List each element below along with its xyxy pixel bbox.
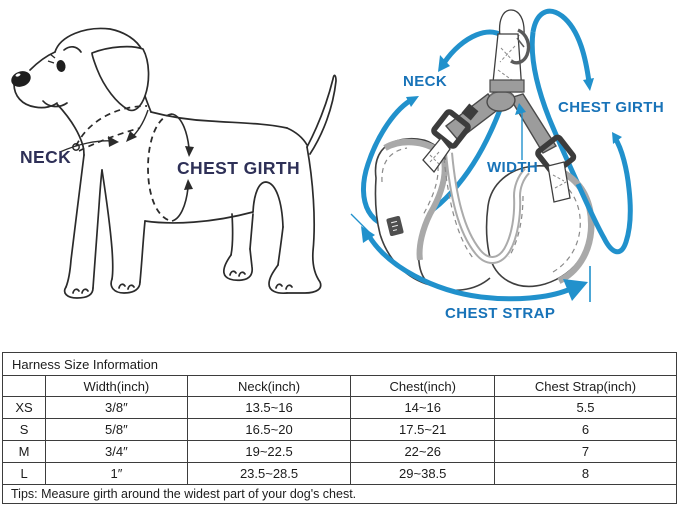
size-cell: S bbox=[1, 418, 47, 441]
brand-tag bbox=[386, 215, 404, 237]
left-strap-slider bbox=[461, 103, 479, 121]
harness-width-label: WIDTH bbox=[487, 159, 538, 176]
table-row: S 5/8″ 16.5~20 17.5~21 6 bbox=[1, 418, 678, 441]
dog-chest-girth-label: CHEST GIRTH bbox=[177, 158, 300, 178]
neck-cell: 13.5~16 bbox=[186, 396, 352, 419]
header-width: Width(inch) bbox=[45, 375, 188, 397]
chest-arrowhead-down bbox=[185, 146, 194, 157]
harness-clip bbox=[489, 9, 531, 93]
table-header-row: Width(inch) Neck(inch) Chest(inch) Chest… bbox=[1, 375, 678, 397]
chest-strap-cell: 7 bbox=[493, 440, 678, 463]
table-title: Harness Size Information bbox=[2, 352, 677, 376]
chest-strap-cell: 5.5 bbox=[493, 396, 678, 419]
dog-nose bbox=[11, 71, 31, 87]
chest-strap-cell: 6 bbox=[493, 418, 678, 441]
neck-cell: 23.5~28.5 bbox=[186, 462, 352, 485]
neck-loop-arrowhead-b bbox=[406, 96, 419, 107]
left-strap-tail bbox=[422, 136, 451, 174]
width-cell: 3/4″ bbox=[45, 440, 188, 463]
size-cell: XS bbox=[1, 396, 47, 419]
neck-arrowhead-down bbox=[126, 131, 137, 142]
dog-eye bbox=[47, 53, 66, 72]
width-pointer bbox=[515, 103, 526, 160]
chest-girth-arrow-loop bbox=[530, 8, 633, 255]
chest-arrowhead-up bbox=[184, 179, 193, 190]
size-table: Harness Size Information Width(inch) Nec… bbox=[1, 352, 678, 504]
header-chest-strap: Chest Strap(inch) bbox=[493, 375, 678, 397]
size-cell: L bbox=[1, 462, 47, 485]
table-row: L 1″ 23.5~28.5 29~38.5 8 bbox=[1, 462, 678, 485]
table-title-row: Harness Size Information bbox=[2, 352, 677, 376]
header-chest: Chest(inch) bbox=[350, 375, 495, 397]
neck-arrowhead-right bbox=[108, 136, 119, 147]
neck-dashed-line bbox=[75, 105, 148, 152]
chest-cell: 22~26 bbox=[350, 440, 495, 463]
right-strap-tail bbox=[547, 161, 571, 203]
width-cell: 1″ bbox=[45, 462, 188, 485]
table-tips: Tips: Measure girth around the widest pa… bbox=[2, 484, 677, 504]
chest-cell: 14~16 bbox=[350, 396, 495, 419]
dog-outline bbox=[13, 27, 337, 299]
chest-measure-arrows bbox=[171, 113, 190, 222]
width-cell: 3/8″ bbox=[45, 396, 188, 419]
size-cell: M bbox=[1, 440, 47, 463]
chest-dashed-ellipse bbox=[147, 113, 173, 222]
width-cell: 5/8″ bbox=[45, 418, 188, 441]
table-row: M 3/4″ 19~22.5 22~26 7 bbox=[1, 440, 678, 463]
neck-cell: 19~22.5 bbox=[186, 440, 352, 463]
harness-chest-strap-label: CHEST STRAP bbox=[445, 305, 555, 322]
left-buckle bbox=[431, 109, 471, 149]
chest-cell: 29~38.5 bbox=[350, 462, 495, 485]
neck-loop-arrowhead-a bbox=[438, 55, 450, 72]
dog-neck-label: NECK bbox=[20, 147, 71, 167]
harness-body bbox=[374, 90, 595, 291]
header-size bbox=[1, 375, 47, 397]
chest-girth-arrowhead-up bbox=[612, 132, 622, 144]
chest-strap-arrowhead-right bbox=[563, 279, 588, 301]
table-tips-row: Tips: Measure girth around the widest pa… bbox=[2, 484, 677, 504]
chest-strap-arrowhead-left bbox=[361, 226, 375, 243]
chest-cell: 17.5~21 bbox=[350, 418, 495, 441]
chest-girth-arrowhead-down bbox=[583, 78, 594, 91]
chest-strap-cell: 8 bbox=[493, 462, 678, 485]
table-row: XS 3/8″ 13.5~16 14~16 5.5 bbox=[1, 396, 678, 419]
harness-neck-label: NECK bbox=[403, 73, 447, 90]
harness-chest-girth-label: CHEST GIRTH bbox=[558, 99, 664, 116]
harness-measurement-diagram: NECK CHEST GIRTH WIDTH CHEST STRAP bbox=[350, 8, 664, 322]
header-neck: Neck(inch) bbox=[186, 375, 352, 397]
dog-measurement-diagram: NECK CHEST GIRTH bbox=[11, 27, 337, 299]
neck-cell: 16.5~20 bbox=[186, 418, 352, 441]
